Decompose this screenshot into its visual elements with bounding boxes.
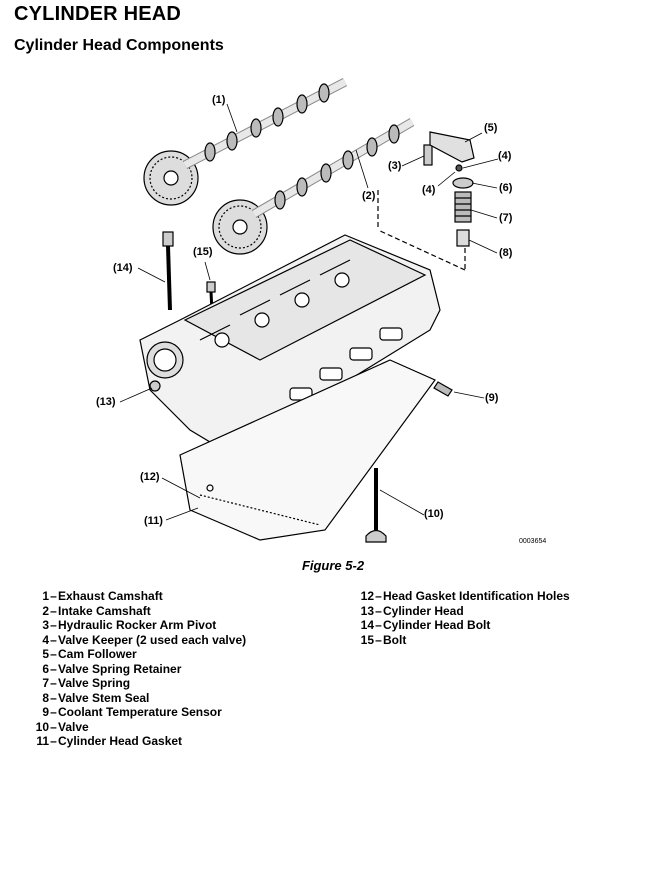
legend-item: 10–Valve xyxy=(35,719,89,734)
bolts xyxy=(162,231,216,313)
callout-7: (7) xyxy=(499,212,513,224)
figure-code: 0003654 xyxy=(519,538,547,545)
callout-13: (13) xyxy=(96,396,116,408)
legend-item: 13–Cylinder Head xyxy=(360,603,464,618)
cylinder-head-gasket xyxy=(179,359,436,541)
valve-train-parts xyxy=(377,131,475,271)
page-title: CYLINDER HEAD xyxy=(14,3,182,25)
callout-11: (11) xyxy=(144,515,163,527)
legend-item: 2–Intake Camshaft xyxy=(42,603,151,618)
exploded-view-figure: (1) (2) (3) (4) (5) (4) (6) (7) (8) (9) … xyxy=(0,70,666,570)
legend-item: 14–Cylinder Head Bolt xyxy=(360,618,491,632)
section-subtitle: Cylinder Head Components xyxy=(14,37,224,54)
legend-column-left: 1–Exhaust Camshaft 2–Intake Camshaft 3–H… xyxy=(33,589,246,749)
callout-10: (10) xyxy=(424,508,444,520)
callout-12: (12) xyxy=(140,471,160,483)
legend-item: 12–Head Gasket Identification Holes xyxy=(360,589,570,603)
callout-4-lower: (4) xyxy=(422,184,436,196)
legend-item: 15–Bolt xyxy=(360,632,407,647)
callout-2: (2) xyxy=(362,190,376,202)
callout-1: (1) xyxy=(212,94,226,106)
exhaust-camshaft xyxy=(143,78,348,206)
legend-item: 11–Cylinder Head Gasket xyxy=(36,734,183,748)
callout-leaders xyxy=(119,103,499,521)
cylinder-head-body xyxy=(139,234,453,461)
intake-camshaft xyxy=(212,118,415,255)
callout-15: (15) xyxy=(193,246,213,258)
legend-item: 8–Valve Stem Seal xyxy=(42,690,150,705)
legend-column-right: 12–Head Gasket Identification Holes 13–C… xyxy=(358,589,570,647)
legend-item: 1–Exhaust Camshaft xyxy=(42,589,163,603)
legend-item: 7–Valve Spring xyxy=(42,676,131,690)
callout-6: (6) xyxy=(499,182,513,194)
legend-item: 6–Valve Spring Retainer xyxy=(42,661,182,676)
callout-8: (8) xyxy=(499,247,513,259)
valve-part xyxy=(365,468,387,543)
legend-item: 4–Valve Keeper (2 used each valve) xyxy=(42,632,247,647)
callout-3: (3) xyxy=(388,160,402,172)
callout-5: (5) xyxy=(484,122,498,134)
callout-14: (14) xyxy=(113,262,133,274)
callout-9: (9) xyxy=(485,392,499,404)
legend-item: 9–Coolant Temperature Sensor xyxy=(42,705,222,719)
figure-caption: Figure 5-2 xyxy=(301,558,365,573)
legend-item: 5–Cam Follower xyxy=(42,647,137,661)
callout-4-upper: (4) xyxy=(498,150,512,162)
cylinder-head-drawing xyxy=(119,78,499,543)
legend-item: 3–Hydraulic Rocker Arm Pivot xyxy=(42,618,217,632)
